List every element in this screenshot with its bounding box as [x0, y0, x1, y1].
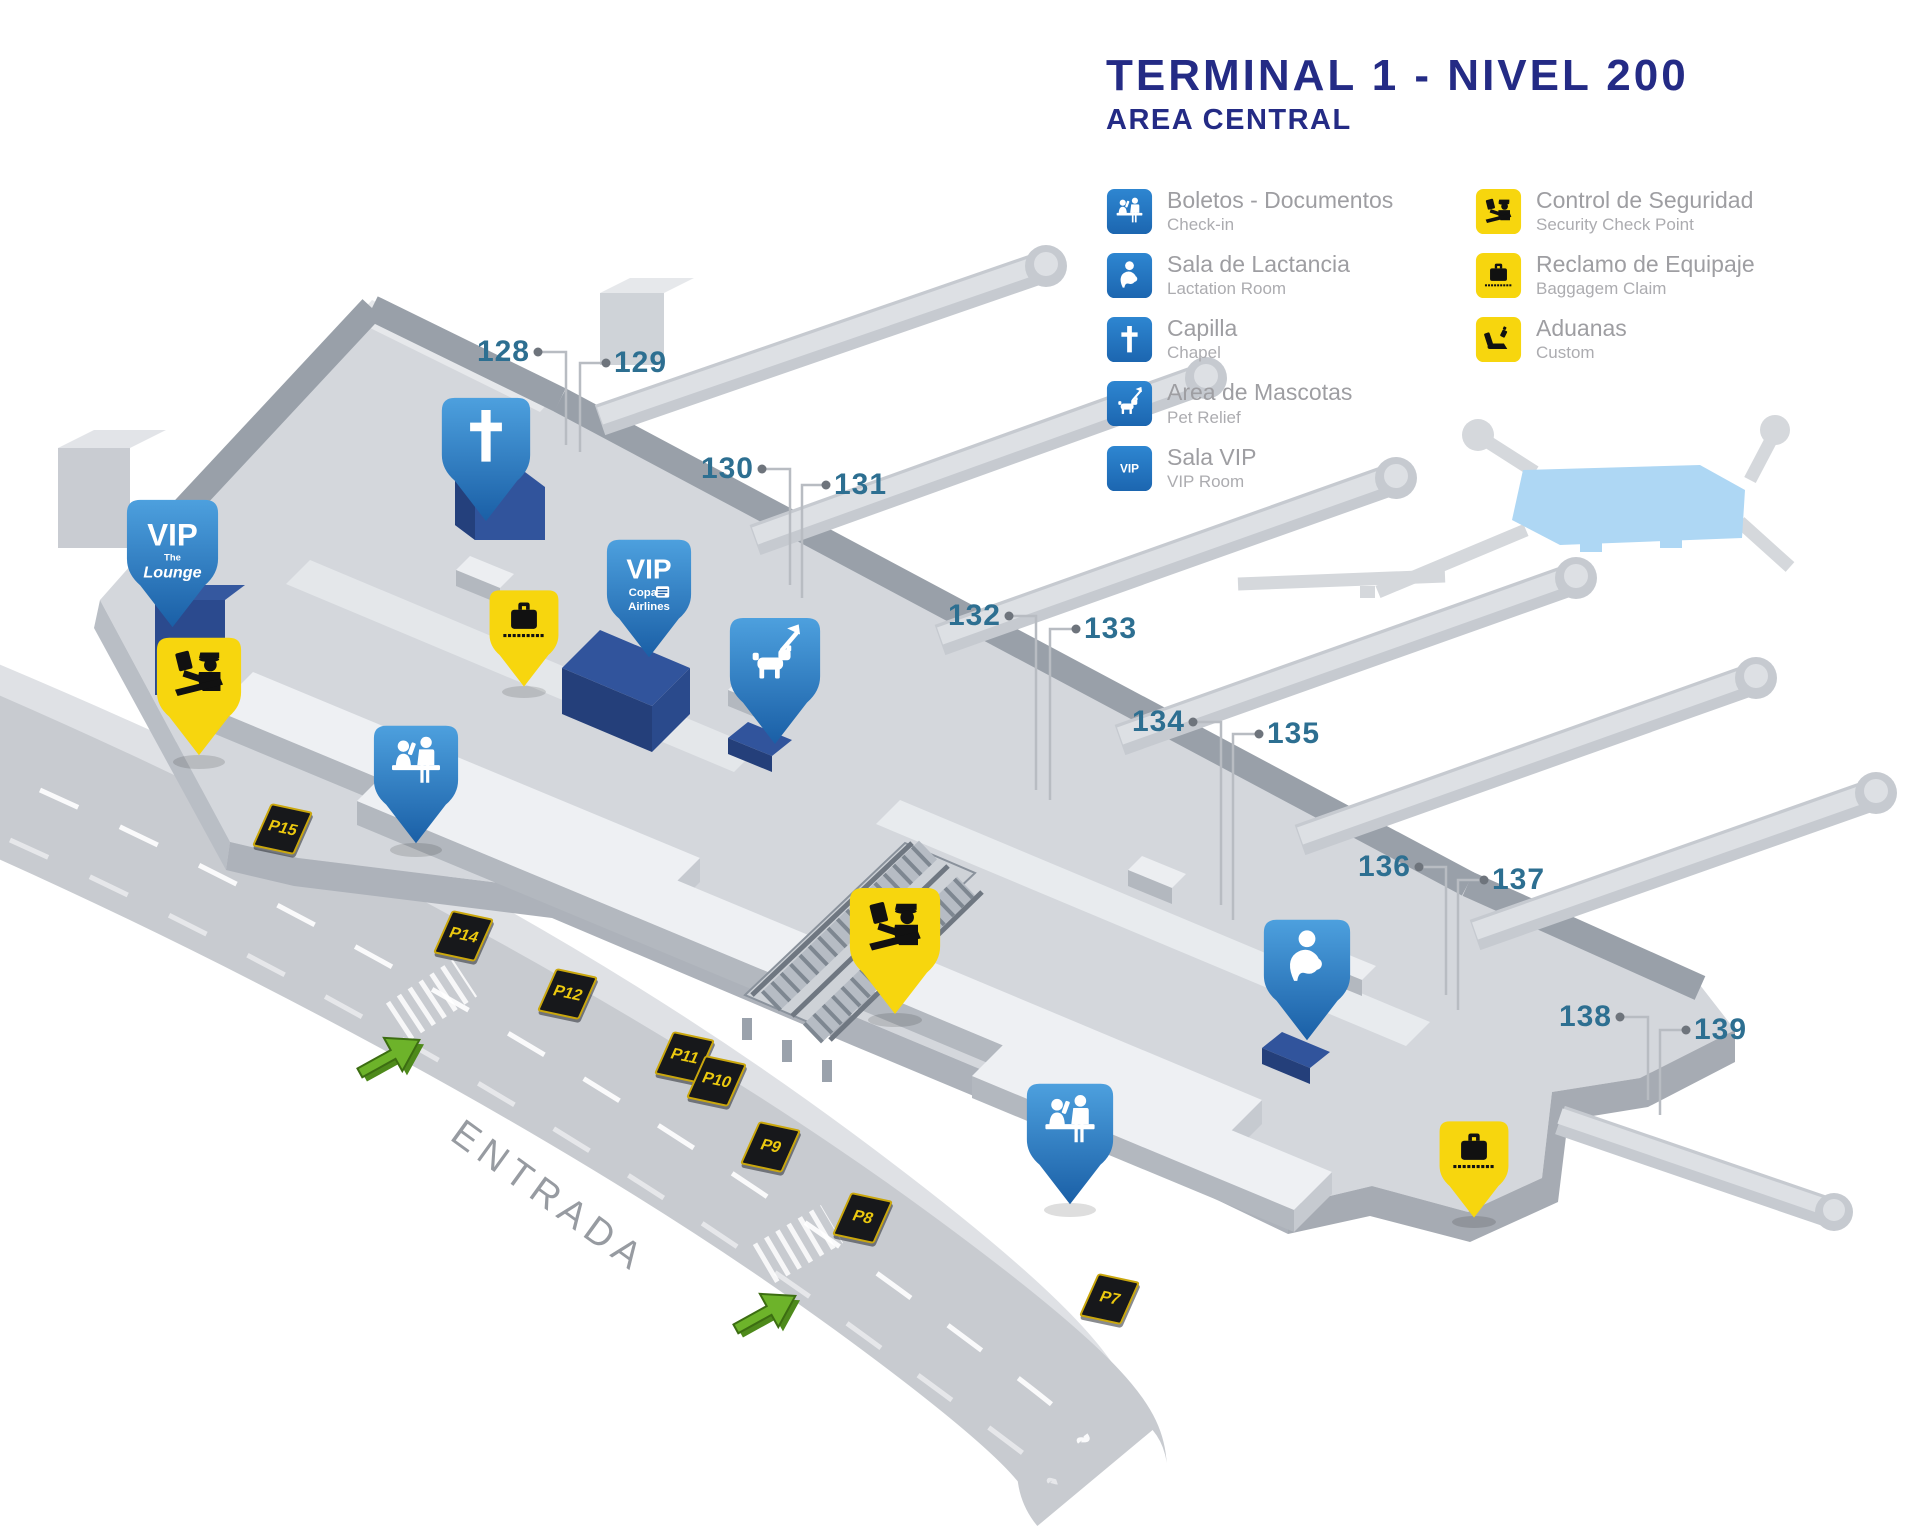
gate-label-130: 130: [700, 452, 754, 485]
legend-column-left: Boletos - Documentos Check-in Sala de La…: [1106, 188, 1393, 492]
back-wall-band: [168, 296, 1706, 1000]
pin-vip-lounge: VIP The Lounge: [125, 498, 220, 629]
svg-text:The: The: [164, 553, 181, 564]
service-structures: [58, 278, 694, 548]
legend-item-baggage: Reclamo de Equipaje Baggagem Claim: [1475, 252, 1755, 299]
gate-label-134: 134: [1131, 705, 1185, 738]
page-subtitle: AREA CENTRAL: [1106, 104, 1352, 137]
pet-icon: [1106, 381, 1153, 427]
lactation-icon: [1106, 253, 1153, 299]
legend-title: Sala VIP: [1167, 443, 1257, 470]
legend-item-lactation: Sala de Lactancia Lactation Room: [1106, 252, 1393, 299]
legend-subtitle: Check-in: [1167, 215, 1235, 235]
gate-leader-lines: [538, 350, 1686, 1115]
legend-title: Capilla: [1167, 315, 1238, 342]
legend-item-vip: Sala VIP VIP Room: [1106, 443, 1393, 492]
svg-text:VIP: VIP: [626, 553, 671, 584]
svg-text:Airlines: Airlines: [628, 601, 670, 613]
customs-icon: [1475, 317, 1522, 363]
legend-subtitle: Custom: [1536, 343, 1595, 363]
pin-security-checkpoint-central: [848, 886, 942, 1016]
svg-text:Copa: Copa: [629, 587, 658, 599]
gate-leader-dots: [533, 347, 1691, 1035]
baggage-icon: [1475, 253, 1522, 299]
legend-subtitle: VIP Room: [1167, 471, 1245, 491]
legend-subtitle: Lactation Room: [1167, 279, 1287, 299]
legend-item-pets: Area de Mascotas Pet Relief: [1106, 380, 1393, 427]
legend-subtitle: Chapel: [1167, 343, 1221, 363]
crosswalk: [385, 959, 478, 1041]
entrance-arrows: [356, 1036, 801, 1338]
legend-subtitle: Pet Relief: [1167, 407, 1241, 427]
legend-title: Aduanas: [1536, 315, 1627, 342]
pin-lactation-room: [1262, 918, 1352, 1042]
crosswalk: [752, 1205, 844, 1283]
pin-vip-copa-airlines: VIP Copa Airlines: [605, 538, 693, 659]
gate-label-128: 128: [476, 335, 530, 368]
minimap-current-area: [1512, 465, 1745, 545]
legend-title: Boletos - Documentos: [1167, 187, 1394, 213]
gate-label-131: 131: [834, 468, 888, 501]
legend-title: Area de Mascotas: [1167, 379, 1353, 406]
gate-label-133: 133: [1084, 612, 1138, 645]
legend-subtitle: Security Check Point: [1536, 215, 1694, 235]
svg-text:Lounge: Lounge: [143, 564, 201, 582]
legend-subtitle: Baggagem Claim: [1536, 279, 1667, 299]
legend-item-chapel: Capilla Chapel: [1106, 316, 1393, 363]
checkin-icon: [1106, 188, 1153, 235]
pin-security-checkpoint-west: [155, 636, 243, 757]
legend-title: Reclamo de Equipaje: [1536, 251, 1755, 278]
gate-label-135: 135: [1267, 717, 1321, 750]
pin-checkin-west: [372, 724, 460, 845]
terminal-minimap: [1237, 415, 1795, 598]
legend-item-checkin: Boletos - Documentos Check-in: [1106, 188, 1393, 235]
gate-label-136: 136: [1357, 850, 1411, 883]
pin-chapel: [440, 396, 532, 523]
legend-title: Sala de Lactancia: [1167, 251, 1350, 278]
security-icon: [1475, 188, 1522, 235]
chapel-icon: [1106, 317, 1153, 363]
map-header: TERMINAL 1 - NIVEL 200 AREA CENTRAL: [1106, 51, 1689, 137]
vip-icon: [1106, 445, 1153, 491]
gate-label-139: 139: [1694, 1013, 1748, 1046]
pin-checkin-east: [1025, 1082, 1115, 1206]
gate-label-129: 129: [614, 346, 668, 379]
pin-pet-relief: [728, 616, 822, 746]
legend-column-right: Control de Seguridad Security Check Poin…: [1475, 188, 1755, 363]
gate-label-137: 137: [1492, 863, 1546, 896]
gate-label-132: 132: [947, 599, 1001, 632]
pin-baggage-claim-east: [1438, 1120, 1510, 1219]
pin-shadows: [173, 686, 1496, 1228]
legend-item-customs: Aduanas Custom: [1475, 316, 1755, 363]
page-title: TERMINAL 1 - NIVEL 200: [1106, 51, 1689, 100]
pin-baggage-claim-west: [488, 589, 560, 688]
legend-item-security: Control de Seguridad Security Check Poin…: [1475, 188, 1755, 235]
svg-text:VIP: VIP: [147, 517, 197, 552]
gate-label-138: 138: [1558, 1000, 1612, 1033]
legend-title: Control de Seguridad: [1536, 187, 1754, 213]
